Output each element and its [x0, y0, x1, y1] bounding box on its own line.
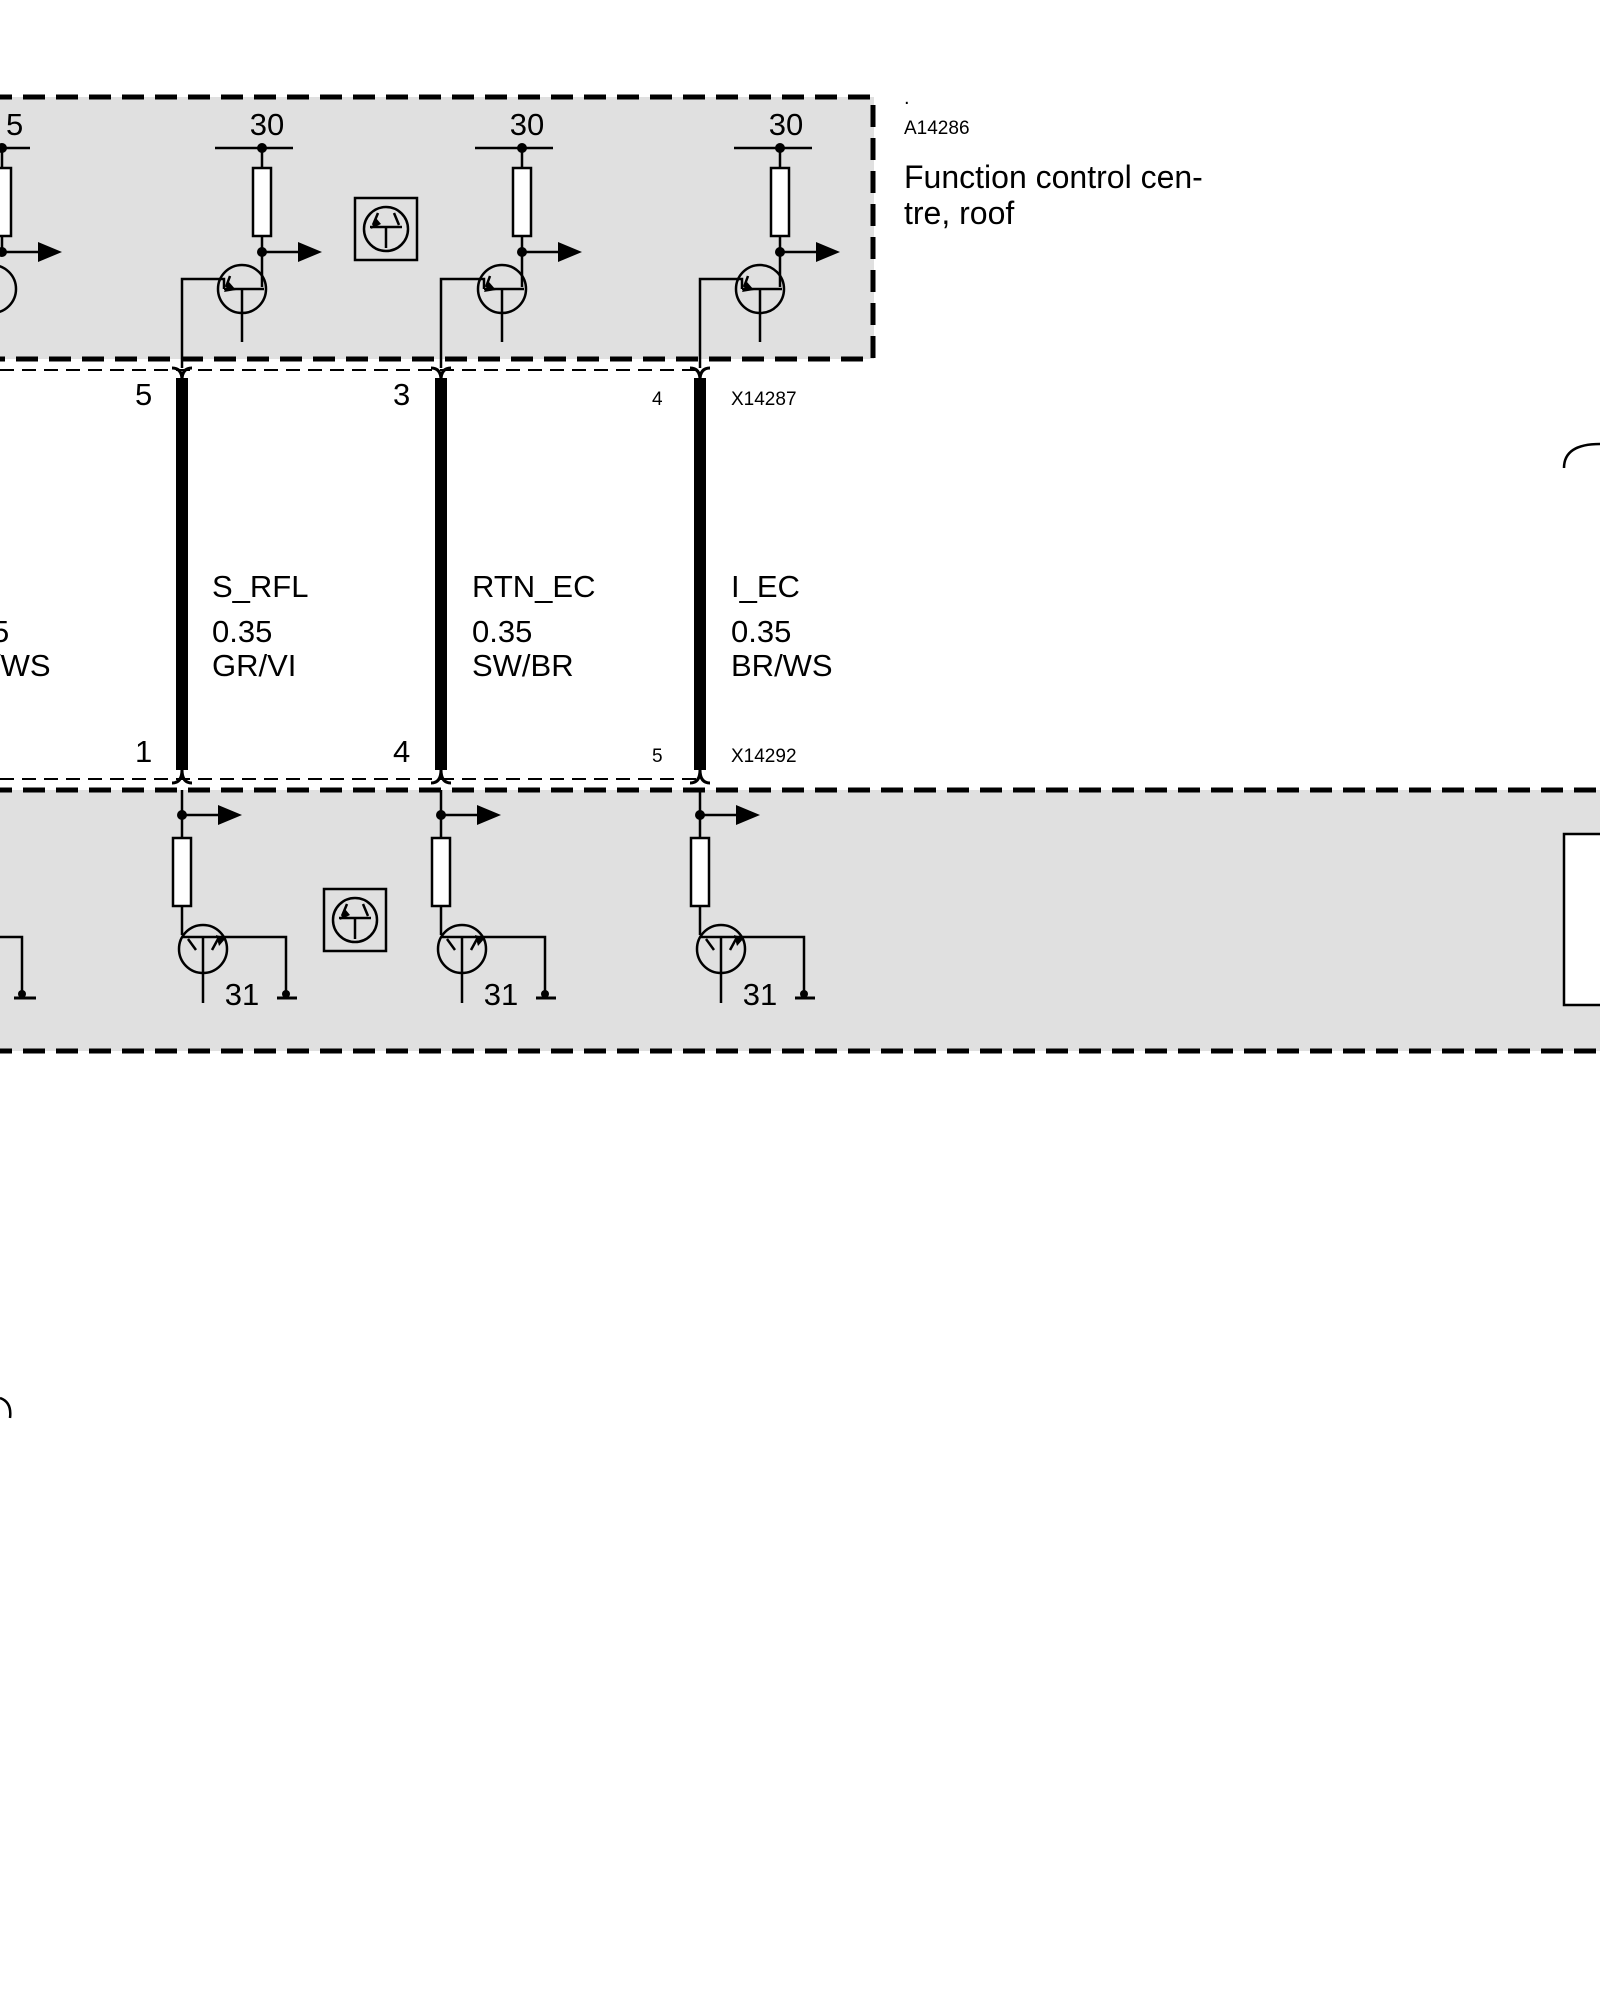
resistor — [171, 836, 193, 908]
wire-color-label: BR/WS — [731, 648, 833, 683]
resistor — [0, 166, 13, 238]
module-symbol-icon — [322, 887, 388, 953]
module-symbol-icon — [353, 196, 419, 262]
lower-channel-3: 31 — [689, 790, 815, 1012]
wire-signal-label: RTN_EC — [472, 569, 595, 604]
ground-label-31: 31 — [225, 977, 259, 1012]
upper-channel-3: 30 — [698, 107, 840, 368]
ground-label-31: 31 — [484, 977, 518, 1012]
wire-color-label: GR/VI — [212, 648, 296, 683]
upper-channel-2: 30 — [439, 107, 582, 368]
wire-signal-label: I_EC — [731, 569, 800, 604]
wire-gauge-label: 0.35 — [731, 614, 791, 649]
upper-channel-0: 5 — [0, 107, 62, 313]
upper-module-name-line2: tre, roof — [904, 195, 1014, 231]
wire-i-ec — [689, 366, 711, 785]
transistor-icon — [177, 923, 229, 1003]
partial-wire-color: /WS — [0, 648, 51, 683]
wire-signal-label: S_RFL — [212, 569, 308, 604]
wire-s-rfl — [171, 366, 193, 785]
supply-label-30: 30 — [769, 107, 803, 142]
lower-channel-2: 31 — [430, 790, 556, 1012]
transistor-icon — [695, 923, 747, 1003]
upper-connector-id: X14287 — [731, 389, 797, 410]
wire-color-label: SW/BR — [472, 648, 574, 683]
upper-module-id: A14286 — [904, 118, 970, 139]
upper-pin-label: 4 — [652, 389, 663, 410]
transistor-icon — [734, 252, 786, 342]
output-arrow-icon — [816, 242, 840, 262]
transistor-icon — [476, 252, 528, 342]
resistor — [251, 166, 273, 238]
partial-arc-left — [0, 1396, 12, 1419]
upper-pin-label: 5 — [135, 377, 152, 412]
lower-module: 31 — [0, 778, 1600, 1054]
resistor — [689, 836, 711, 908]
resistor — [511, 166, 533, 238]
output-arrow-icon — [38, 242, 62, 262]
upper-channel-1: 30 — [180, 107, 322, 368]
upper-module-border — [0, 94, 876, 362]
upper-pin-label: 3 — [393, 377, 410, 412]
lower-module-fill — [0, 790, 1600, 1051]
wire-gauge-label: 0.35 — [472, 614, 532, 649]
module-dot: . — [904, 87, 910, 109]
ground-label-31: 31 — [743, 977, 777, 1012]
transistor-icon — [436, 923, 488, 1003]
upper-module-name-line1: Function control cen- — [904, 159, 1203, 195]
partial-component — [1562, 832, 1600, 1007]
resistor — [430, 836, 452, 908]
upper-module: 5 30 — [0, 94, 876, 371]
wire-rtn-ec — [430, 366, 452, 785]
transistor-icon — [0, 265, 18, 313]
lower-channel-1: 31 — [171, 790, 297, 1012]
lower-pin-label: 1 — [135, 734, 152, 769]
lower-pin-label: 5 — [652, 746, 663, 767]
upper-module-fill — [0, 97, 874, 359]
resistor — [769, 166, 791, 238]
partial-wire-gauge: 5 — [0, 614, 9, 649]
output-arrow-icon — [477, 805, 501, 825]
output-arrow-icon — [218, 805, 242, 825]
output-arrow-icon — [736, 805, 760, 825]
wire-gauge-label: 0.35 — [212, 614, 272, 649]
output-arrow-icon — [558, 242, 582, 262]
supply-label-30: 30 — [250, 107, 284, 142]
partial-arc-right — [1562, 442, 1600, 469]
supply-label-partial: 5 — [6, 107, 23, 142]
lower-pin-label: 4 — [393, 734, 410, 769]
supply-label-30: 30 — [510, 107, 544, 142]
lower-connector-id: X14292 — [731, 746, 797, 767]
transistor-icon — [216, 252, 268, 342]
output-arrow-icon — [298, 242, 322, 262]
